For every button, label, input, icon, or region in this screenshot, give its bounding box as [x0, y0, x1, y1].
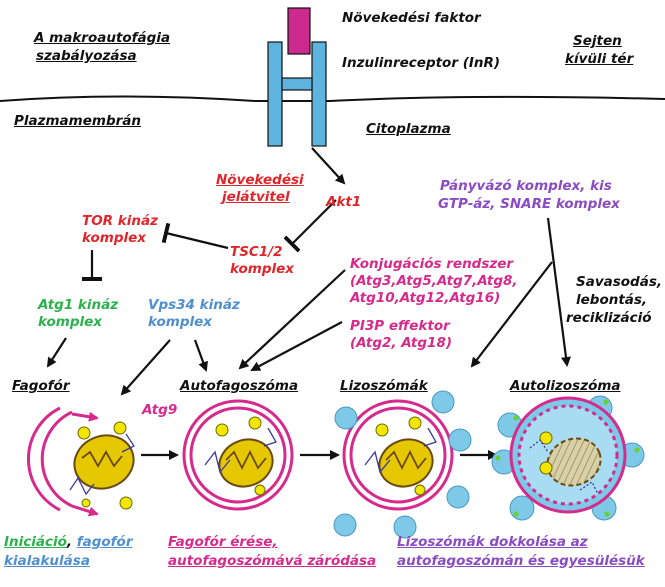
plasma-membrane [0, 95, 665, 102]
extracellular-label-line2: kívüli tér [565, 51, 634, 67]
autolysosome-stage-label: Autolizoszóma [510, 378, 621, 394]
tethering-complex-label-line1: Pányvázó komplex, kis [440, 178, 612, 194]
autolysosome-icon [491, 395, 645, 521]
pi3p-effector-label-line1: PI3P effektor [350, 318, 450, 334]
cytoplasm-label: Citoplazma [366, 121, 451, 137]
acidification-label-line1: Savasodás, [576, 274, 662, 290]
growth-factor-label: Növekedési faktor [342, 10, 481, 26]
lysosomes-stage-label: Lizoszómák [340, 378, 428, 394]
docking-caption-line2: autofagoszómán és egyesülésük [397, 553, 645, 569]
phagophore-icon [27, 406, 135, 517]
phagophore-word: fagofór [76, 534, 133, 550]
tor-complex-label-line1: TOR kináz [82, 213, 158, 229]
autophagosome-stage-label: Autofagoszóma [180, 378, 299, 394]
docking-caption-line1: Lizoszómák dokkolása az [397, 534, 588, 550]
tor-complex-label-line2: komplex [82, 230, 146, 246]
phagophore-stage-label: Fagofór [12, 378, 70, 394]
insulin-receptor-label: Inzulinreceptor (InR) [342, 55, 501, 71]
insulin-receptor-icon [267, 7, 327, 147]
diagram-title-line2: szabályozása [36, 48, 137, 64]
growth-signal-label-line1: Növekedési [216, 172, 304, 188]
tsc-complex-label-line2: komplex [230, 261, 294, 277]
lysosomes-icon [333, 390, 472, 539]
vps34-complex-label-line2: komplex [148, 314, 212, 330]
maturation-caption-line2: autofagoszómává záródása [168, 553, 377, 569]
signaling-connectors [46, 147, 571, 460]
acidification-label-line3: reciklizáció [566, 310, 652, 326]
pi3p-effector-label-line2: (Atg2, Atg18) [350, 335, 453, 351]
extracellular-label-line1: Sejten [573, 33, 622, 49]
caption-comma: , [66, 534, 73, 550]
akt1-label: Akt1 [326, 194, 362, 210]
growth-signal-label-line2: jelátvitel [222, 189, 290, 205]
atg1-complex-label-line1: Atg1 kináz [38, 297, 119, 313]
diagram-title-line1: A makroautofágia [34, 30, 171, 46]
initiation-caption-line2: kialakulása [4, 553, 90, 569]
vps34-complex-label-line1: Vps34 kináz [148, 297, 240, 313]
acidification-label-line2: lebontás, [576, 292, 648, 308]
conjugation-system-label-line3: Atg10,Atg12,Atg16) [350, 290, 501, 306]
tsc-complex-label-line1: TSC1/2 [230, 244, 283, 260]
initiation-caption-line1: Iniciáció, fagofór [4, 534, 132, 551]
conjugation-system-label-line1: Konjugációs rendszer [350, 256, 514, 272]
conjugation-system-label-line2: (Atg3,Atg5,Atg7,Atg8, [350, 273, 518, 289]
autophagosome-icon [182, 399, 294, 511]
atg9-label: Atg9 [142, 402, 178, 418]
maturation-caption-line1: Fagofór érése, [168, 534, 278, 550]
tethering-complex-label-line2: GTP-áz, SNARE komplex [438, 196, 620, 212]
initiation-word: Iniciáció [4, 534, 67, 550]
plasma-membrane-label: Plazmamembrán [14, 113, 141, 129]
atg1-complex-label-line2: komplex [38, 314, 102, 330]
